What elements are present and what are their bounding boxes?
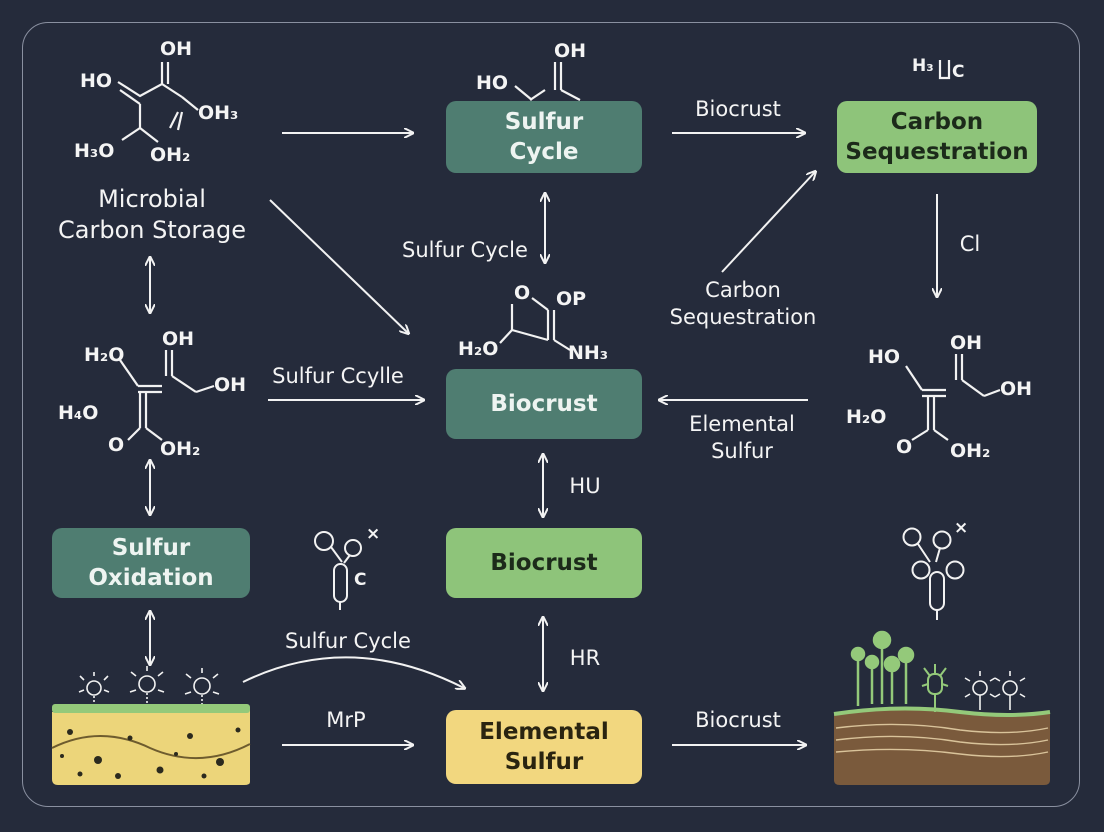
- node-elemental-sulfur: Elemental Sulfur: [446, 710, 642, 784]
- atom-label: H₂O: [84, 344, 125, 366]
- atom-label: H₂O: [846, 406, 887, 428]
- edge-label-cl: Cl: [959, 232, 981, 256]
- atom-label: OH₃: [198, 102, 239, 124]
- edge-label-biocrust-bottom: Biocrust: [695, 708, 781, 732]
- edge-label-elemental-sulfur: Elemental Sulfur: [689, 412, 795, 463]
- diagram-frame: [22, 22, 1080, 807]
- atom-label: HO: [868, 346, 901, 368]
- edge-label-sulfur-cycle-curve: Sulfur Cycle: [285, 629, 411, 653]
- node-carbon-sequestration: Carbon Sequestration: [837, 101, 1037, 173]
- atom-label: OH: [1000, 378, 1033, 400]
- microbe-center-x-mark: ×: [366, 524, 381, 544]
- arrow-curve-sulfur-cycle: [242, 656, 464, 688]
- edge-label-hr: HR: [569, 646, 601, 670]
- microbe-center-icon: [314, 531, 362, 610]
- microbe-right-icon: [902, 527, 965, 620]
- atom-label: H₃: [912, 56, 934, 76]
- node-biocrust-low: Biocrust: [446, 528, 642, 598]
- atom-label: NH₃: [568, 342, 609, 364]
- node-sulfur-cycle: Sulfur Cycle: [446, 101, 642, 173]
- atom-label: O: [108, 434, 125, 456]
- atom-label: O: [896, 436, 913, 458]
- edge-label-sulfur-cycle: Sulfur Cycle: [402, 238, 528, 262]
- edge-label-mrp: MrP: [326, 708, 366, 732]
- atom-label: OH: [554, 40, 587, 62]
- atom-label: OH: [160, 38, 193, 60]
- atom-label: OP: [556, 288, 587, 310]
- edge-label-carbon-sequestration: Carbon Sequestration: [669, 278, 817, 329]
- atom-label: HO: [80, 70, 113, 92]
- atom-label: C: [952, 62, 965, 82]
- atom-label: O: [514, 282, 531, 304]
- atom-label: H₃O: [74, 140, 115, 162]
- atom-label: HO: [476, 72, 509, 94]
- soil-right-illustration: [833, 630, 1051, 785]
- atom-label: OH: [950, 332, 983, 354]
- molecule-top-center-bonds: [514, 62, 581, 101]
- atom-label: OH₂: [150, 144, 191, 166]
- arrow-biocrust-to-carbon-seq-diagonal: [721, 172, 815, 273]
- soil-left-illustration: [51, 666, 251, 785]
- microbe-right-x-mark: ×: [954, 518, 969, 538]
- microbe-center-c-label: C: [354, 570, 367, 590]
- molecule-top-right-bonds: [938, 60, 951, 80]
- arrow-storage-to-biocrust-diagonal: [269, 199, 408, 333]
- atom-label: OH₂: [160, 438, 201, 460]
- molecule-mid-left-bonds: [119, 350, 215, 441]
- atom-label: OH: [214, 374, 247, 396]
- node-biocrust-mid: Biocrust: [446, 369, 642, 439]
- atom-label: H₂O: [458, 338, 499, 360]
- atom-label: OH: [162, 328, 195, 350]
- node-sulfur-oxidation: Sulfur Oxidation: [52, 528, 250, 598]
- molecule-top-left-bonds: [117, 62, 199, 143]
- edge-label-hu: HU: [569, 474, 601, 498]
- edge-label-sulfur-ccylle: Sulfur Ccylle: [272, 364, 404, 388]
- atom-label: OH₂: [950, 440, 991, 462]
- node-microbial-carbon-storage: Microbial Carbon Storage: [58, 185, 246, 244]
- molecule-center-bonds: [499, 297, 571, 351]
- edge-label-biocrust-top: Biocrust: [695, 97, 781, 121]
- atom-label: H₄O: [58, 402, 99, 424]
- molecule-mid-right-bonds: [905, 354, 1001, 441]
